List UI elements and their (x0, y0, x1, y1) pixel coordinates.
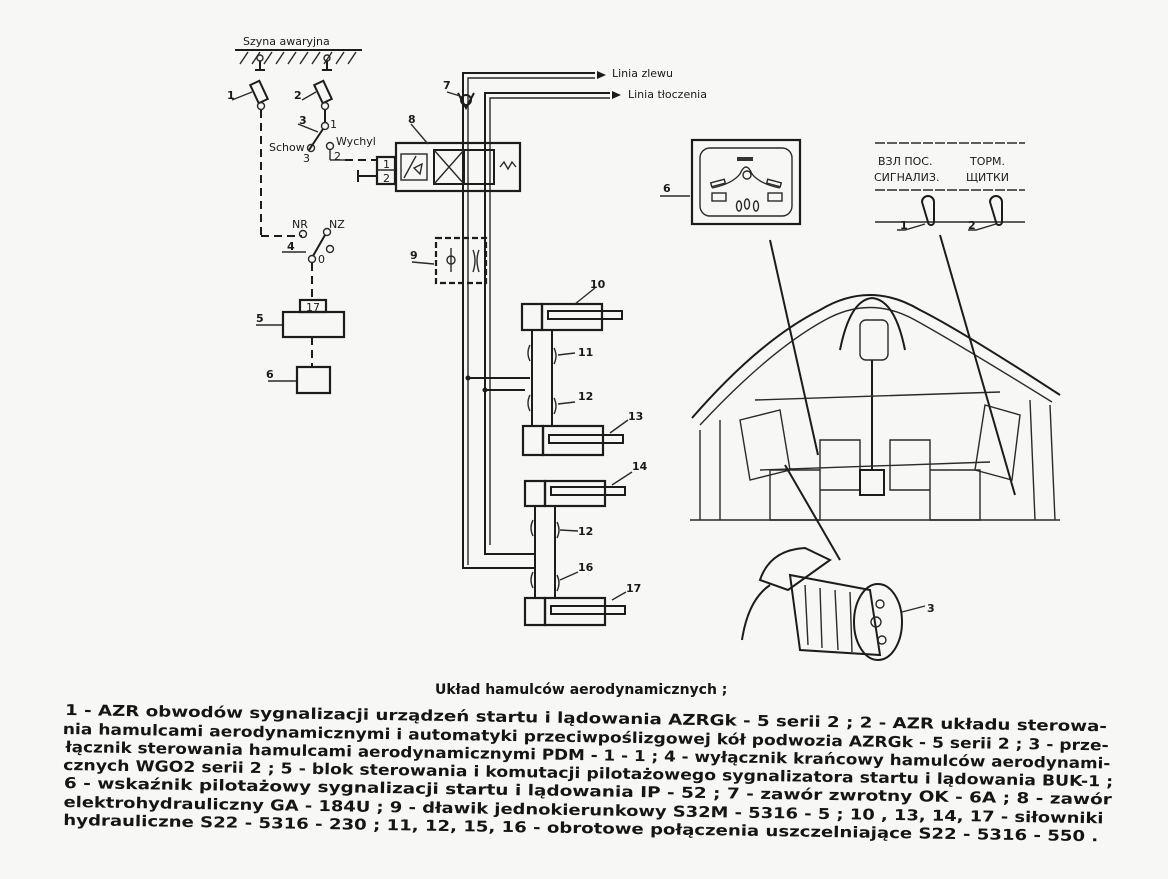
indicator-callout: 6 (663, 182, 671, 195)
swivel-line (531, 330, 553, 425)
figure-title: Układ hamulców aerodynamicznych ; (435, 682, 727, 698)
callout-2: 2 (294, 89, 302, 102)
pin-label: 1 (383, 158, 390, 171)
retract-label: Schow (269, 141, 305, 154)
callout-3: 3 (299, 114, 307, 127)
switch-callout-2: 2 (968, 219, 976, 232)
selector-switch-3 (297, 121, 378, 161)
check-valve-7 (446, 91, 475, 111)
panel-label-signalling: СИГНАЛИЗ. (874, 171, 939, 184)
actuator-callout-3: 3 (927, 602, 935, 615)
control-block-5 (256, 298, 346, 367)
callout-16: 16 (578, 561, 594, 574)
pin-label: 2 (383, 172, 390, 185)
figure-caption: Układ hamulców aerodynamicznych ; 1 - AZ… (63, 682, 1114, 845)
cockpit-illustration: 6 ВЗЛ ПОС. СИГНАЛИЗ. ТОРМ. ЩИТКИ 1 2 (660, 138, 1061, 661)
callout-17: 17 (626, 582, 641, 595)
callout-15: 12 (578, 525, 593, 538)
drain-line-label: Linia zlewu (612, 67, 673, 80)
callout-7: 7 (443, 79, 451, 92)
connector-label: 17 (306, 301, 320, 314)
callout-14: 14 (632, 460, 648, 473)
callout-5: 5 (256, 312, 264, 325)
callout-10: 10 (590, 278, 606, 291)
pressure-line-label: Linia tłoczenia (628, 88, 707, 101)
switch-callout-1: 1 (900, 219, 908, 232)
swivel-line (534, 506, 556, 598)
emergency-bus (235, 49, 362, 65)
panel-label-flaps: ЩИТКИ (966, 171, 1009, 184)
branch-pipe (468, 377, 530, 391)
nz-label: NZ (329, 218, 345, 231)
drain-pipe (462, 72, 595, 565)
limit-switch-4 (282, 227, 335, 300)
extend-label: Wychyl (336, 135, 376, 148)
hydraulic-actuator-14 (523, 479, 626, 508)
electrohydraulic-valve-8 (357, 123, 522, 193)
callout-4: 4 (287, 240, 295, 253)
hydraulic-actuator-13 (521, 424, 624, 457)
callout-11: 11 (578, 346, 593, 359)
pin-label: 1 (330, 118, 337, 131)
panel-label-brakes: ТОРМ. (969, 155, 1005, 168)
branch-pipe (462, 545, 535, 569)
landing-indicator-panel (660, 138, 802, 226)
legend-text: 1 - AZR obwodów sygnalizacji urządzeń st… (63, 701, 1114, 845)
switch-panel (875, 142, 1025, 231)
nr-label: NR (292, 218, 308, 231)
cockpit-drawing (690, 234, 1061, 561)
indicator-6 (295, 365, 332, 395)
callout-13: 13 (628, 410, 643, 423)
callout-8: 8 (408, 113, 416, 126)
bus-label: Szyna awaryjna (243, 35, 330, 48)
pin-label: 2 (334, 150, 341, 163)
circuit-breaker-1 (231, 54, 270, 111)
pressure-pipe (484, 92, 610, 545)
electrical-schematic: Szyna awaryjna 1 2 (227, 35, 378, 395)
circuit-breaker-2 (301, 54, 334, 122)
hydraulic-actuator-17 (523, 596, 626, 627)
callout-6: 6 (266, 368, 274, 381)
callout-12: 12 (578, 390, 593, 403)
brake-switch-actuator-3 (741, 546, 926, 661)
pin-label: 0 (318, 253, 325, 266)
throttle-valve-9 (411, 236, 488, 285)
panel-label-takeoff-landing: ВЗЛ ПОС. (878, 155, 932, 168)
callout-1: 1 (227, 89, 235, 102)
hydraulic-schematic: Linia zlewu Linia tłoczenia 7 8 1 2 (357, 67, 707, 627)
pin-label: 3 (303, 152, 310, 165)
callout-9: 9 (410, 249, 418, 262)
